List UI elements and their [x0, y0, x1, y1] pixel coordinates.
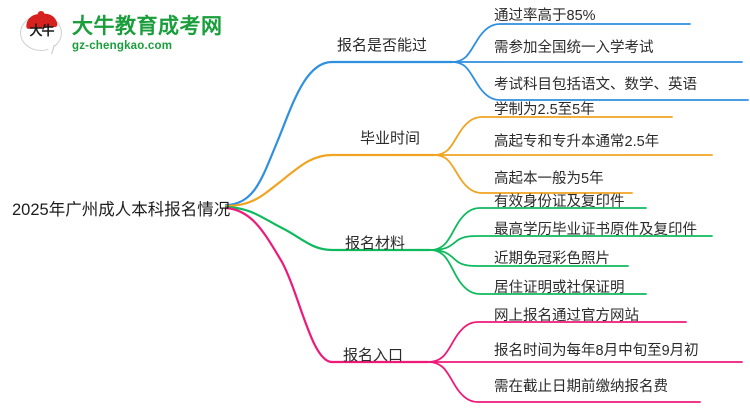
leaf-node-1-1[interactable]: 通过率高于85%	[494, 8, 596, 24]
leaf-node-3-1[interactable]: 有效身份证及复印件	[494, 194, 625, 210]
site-logo[interactable]: 大牛 大牛教育成考网 gz-chengkao.com	[18, 8, 248, 60]
logo-text-block: 大牛教育成考网 gz-chengkao.com	[72, 16, 223, 53]
leaf-node-1-3[interactable]: 考试科目包括语文、数学、英语	[494, 77, 697, 93]
mindmap-root-node[interactable]: 2025年广州成人本科报名情况	[12, 201, 231, 219]
logo-title: 大牛教育成考网	[72, 14, 223, 38]
leaf-node-4-2[interactable]: 报名时间为每年8月中旬至9月初	[494, 343, 699, 359]
branch-label-1[interactable]: 报名是否能过	[337, 37, 428, 54]
leaf-node-3-2[interactable]: 最高学历毕业证书原件及复印件	[494, 222, 697, 238]
branch-label-2[interactable]: 毕业时间	[360, 130, 421, 147]
leaf-node-3-4[interactable]: 居住证明或社保证明	[494, 280, 625, 296]
leaf-node-3-3[interactable]: 近期免冠彩色照片	[494, 251, 610, 267]
speech-bubble-tail	[45, 44, 54, 54]
branch-label-4[interactable]: 报名入口	[343, 347, 404, 364]
leaf-node-2-3[interactable]: 高起本一般为5年	[494, 171, 604, 187]
leaf-node-2-1[interactable]: 学制为2.5至5年	[494, 102, 595, 118]
leaf-node-4-3[interactable]: 需在截止日期前缴纳报名费	[494, 379, 668, 395]
branch-label-3[interactable]: 报名材料	[345, 235, 406, 252]
leaf-node-1-2[interactable]: 需参加全国统一入学考试	[494, 40, 654, 56]
logo-subtitle-url: gz-chengkao.com	[72, 39, 173, 52]
branch-connector-1	[224, 23, 749, 207]
daniu-speech-bubble-logo-icon: 大牛	[18, 12, 64, 56]
logo-mark-text: 大牛	[29, 23, 54, 38]
leaf-node-2-2[interactable]: 高起专和专升本通常2.5年	[494, 134, 660, 150]
leaf-node-4-1[interactable]: 网上报名通过官方网站	[494, 308, 639, 324]
